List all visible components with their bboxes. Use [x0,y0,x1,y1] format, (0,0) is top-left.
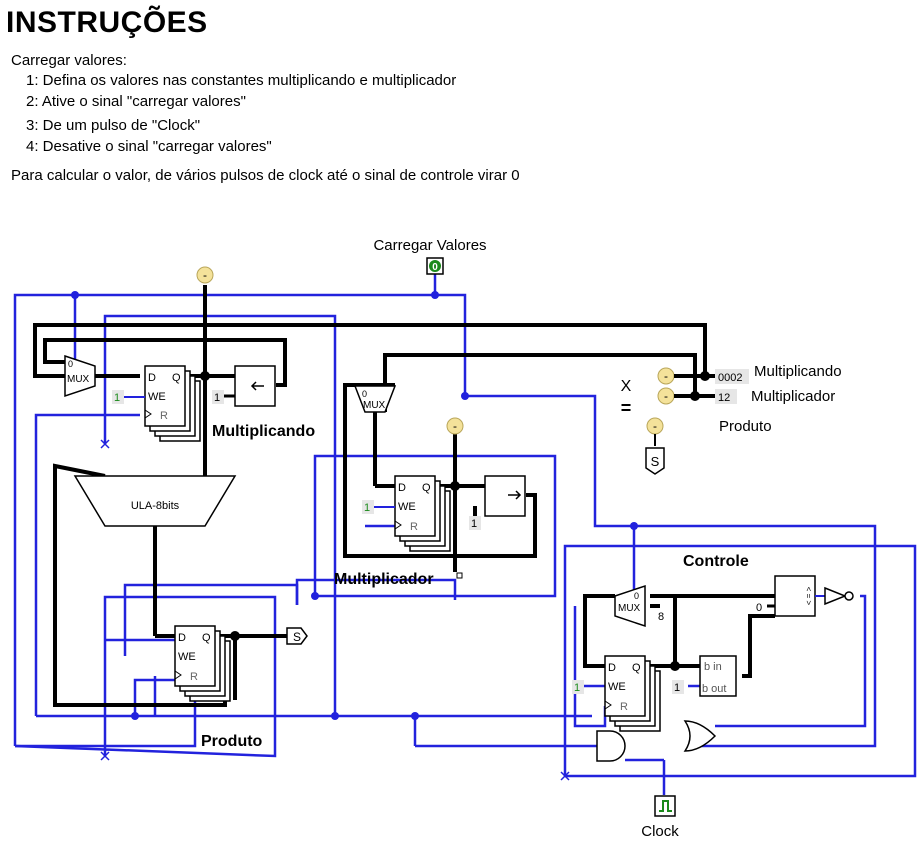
svg-text:0: 0 [68,359,73,369]
comparator-const: 0 [756,602,762,614]
controle-register: D Q WE R [604,655,661,732]
comparator: < = > [774,575,816,617]
svg-text:S: S [651,454,660,469]
multiply-symbol: X [621,378,632,395]
produto-register: D Q WE R [174,625,231,702]
svg-text:Q: Q [202,632,211,644]
svg-text:D: D [608,662,616,674]
controle-mux-const: 8 [658,611,664,623]
instructions-note: Para calcular o valor, de vários pulsos … [11,167,520,184]
svg-text:D: D [178,632,186,644]
multiplicando-value: 0002 [718,372,742,384]
probe-multiplicando-top: - [196,266,214,284]
svg-text:-: - [664,389,668,403]
svg-text:MUX: MUX [363,400,386,411]
label-produto-right: Produto [719,418,772,435]
label-multiplicando-block: Multiplicando [212,423,315,440]
clock-input[interactable] [654,795,676,817]
multiplicador-we-const: 1 [364,502,370,514]
carregar-valores-pin[interactable]: 0 [426,257,444,275]
instructions-header: Carregar valores: [11,52,127,69]
svg-text:0: 0 [362,389,367,399]
label-multiplicador-block: Multiplicador [334,571,434,588]
shift-right-multiplicador [484,475,526,517]
svg-text:MUX: MUX [67,374,90,385]
shift-right-const: 1 [471,518,477,530]
svg-text:b in: b in [704,661,722,673]
page-title: INSTRUÇÕES [6,6,208,39]
svg-text:-: - [653,419,657,433]
data-junctions [200,371,710,671]
produto-probe: - S [645,417,665,475]
svg-text:WE: WE [398,501,416,513]
multiplicador-const-pin[interactable]: - [657,387,675,405]
shift-left-const: 1 [214,392,220,404]
and-gate [596,730,626,762]
multiplicador-mux: 0 MUX [353,385,397,413]
equals-symbol: = [621,398,632,418]
svg-text:Q: Q [172,372,181,384]
signal-junctions [71,291,638,720]
signal-wires [13,270,917,795]
svg-text:R: R [160,410,168,422]
instruction-step-2: 2: Ative o sinal "carregar valores" [26,93,246,110]
alu-8bits: ULA-8bits [73,475,237,527]
carregar-valores-value: 0 [432,262,438,273]
svg-text:-: - [664,369,668,383]
subtractor-const: 1 [674,682,680,694]
multiplicando-we-const: 1 [114,392,120,404]
svg-text:ULA-8bits: ULA-8bits [131,500,180,512]
label-multiplicando-right: Multiplicando [754,363,842,380]
multiplicando-register: D Q WE R [144,365,201,442]
svg-text:b out: b out [702,683,726,695]
svg-text:WE: WE [148,391,166,403]
instruction-step-3: 3: De um pulso de "Clock" [26,117,201,134]
not-gate [815,586,854,606]
svg-text:< = >: < = > [804,587,813,606]
svg-text:-: - [203,268,207,282]
svg-text:0: 0 [634,591,639,601]
svg-text:D: D [148,372,156,384]
multiplicando-mux: 0 MUX [64,354,96,398]
shift-left-multiplicando [234,365,276,407]
svg-text:WE: WE [178,651,196,663]
multiplicador-value: 12 [718,392,730,404]
clock-label: Clock [641,823,679,840]
svg-text:MUX: MUX [618,603,641,614]
label-multiplicador-right: Multiplicador [751,388,835,405]
produto-probe-s: S [286,627,308,645]
instruction-step-1: 1: Defina os valores nas constantes mult… [26,72,457,89]
svg-text:S: S [293,630,301,644]
or-gate [683,720,717,752]
multiplicando-value-box [715,369,749,384]
instruction-step-4: 4: Desative o sinal "carregar valores" [26,138,272,155]
subtractor: b in b out [699,655,737,697]
svg-text:WE: WE [608,681,626,693]
label-produto-block: Produto [201,733,263,750]
probe-multiplicador-top: - [446,417,464,435]
svg-text:R: R [190,671,198,683]
multiplicando-const-pin[interactable]: - [657,367,675,385]
controle-we-const: 1 [574,682,580,694]
unconnected-marks [100,439,570,781]
svg-text:R: R [410,521,418,533]
svg-text:Q: Q [632,662,641,674]
controle-mux: 0 MUX [614,584,646,628]
multiplicador-value-box [715,389,737,404]
svg-text:Q: Q [422,482,431,494]
carregar-valores-label: Carregar Valores [373,237,486,254]
svg-text:D: D [398,482,406,494]
svg-text:R: R [620,701,628,713]
label-controle: Controle [683,553,749,570]
svg-text:-: - [453,419,457,433]
multiplicador-register: D Q WE R [394,475,451,552]
